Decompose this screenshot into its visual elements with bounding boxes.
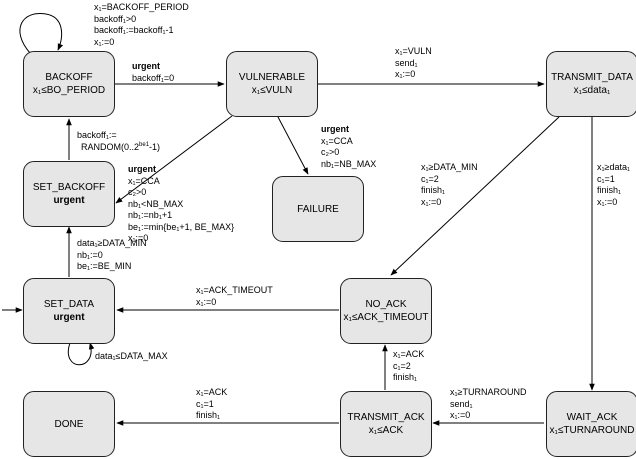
state-urgent: urgent xyxy=(53,312,85,323)
update-line: x₁:=0 xyxy=(128,233,149,243)
state-urgent: urgent xyxy=(53,195,85,206)
guard-line: x₁=CCA xyxy=(321,135,353,146)
update-line: -1) xyxy=(149,141,161,152)
state-set-backoff: SET_BACKOFF urgent xyxy=(23,161,115,227)
guard-line: x₁=CCA xyxy=(128,175,160,186)
edge-vulnerable-failure xyxy=(277,116,309,175)
edge-vulnerable-setbackoff xyxy=(115,115,233,204)
update-line: nb₁:=nb₁+1 xyxy=(128,210,173,220)
guard-line: x₁=BACKOFF_PERIOD xyxy=(94,2,189,12)
guard-line: c₁=1 xyxy=(597,173,615,184)
sync-line: finish₁ xyxy=(597,185,622,195)
guard-line: x₁=ACK xyxy=(393,349,425,359)
guard-line: backoff₁>0 xyxy=(94,13,137,24)
sync-line: send₁ xyxy=(450,398,473,409)
guard-line: x₁=ACK xyxy=(196,387,228,397)
state-transmit-ack: TRANSMIT_ACK x₁≤ACK xyxy=(340,391,432,457)
state-done: DONE xyxy=(23,391,115,457)
state-set-data: SET_DATA urgent xyxy=(23,278,115,344)
update-line: x₁:=0 xyxy=(450,410,471,420)
label-transmit-waitack: x₁≥data₁ c₁=1 finish₁ x₁:=0 xyxy=(597,162,630,208)
guard-line: c₁=2 xyxy=(393,360,411,371)
update-line: be₁:=min{be₁+1, BE_MAX} xyxy=(128,221,235,232)
state-invariant: x₁≤ACK xyxy=(368,425,404,436)
sync-line: send₁ xyxy=(395,57,418,68)
edge-setdata-self xyxy=(67,342,95,366)
label-transmit-noack: x₁≥DATA_MIN c₁=2 finish₁ x₁:=0 xyxy=(421,162,478,208)
state-name: NO_ACK xyxy=(365,299,407,310)
state-invariant: x₁≤ACK_TIMEOUT xyxy=(343,312,429,323)
label-backoff-vulnerable: urgent backoff₁=0 xyxy=(132,61,174,84)
update-line: be₁:=BE_MIN xyxy=(77,261,132,271)
label-setdata-setbackoff: data₁≥DATA_MIN nb₁:=0 be₁:=BE_MIN xyxy=(77,238,147,273)
state-name: SET_DATA xyxy=(43,299,95,310)
guard-line: x₁≥DATA_MIN xyxy=(421,162,478,172)
state-name: WAIT_ACK xyxy=(566,412,618,423)
state-invariant: x₁≤VULN xyxy=(251,85,293,96)
guard-line: c₁=1 xyxy=(196,398,214,409)
update-line: backoff₁:= xyxy=(77,130,117,140)
sync-line: finish₁ xyxy=(393,372,418,382)
guard-line: nb₁<NB_MAX xyxy=(128,198,184,209)
label-vulnerable-setbackoff: urgent x₁=CCA c₂>0 nb₁<NB_MAX nb₁:=nb₁+1… xyxy=(128,164,234,245)
state-name: DONE xyxy=(54,418,84,430)
label-transmitack-noack: x₁=ACK c₁=2 finish₁ xyxy=(393,349,424,384)
guard-line: x₁≥data₁ xyxy=(597,162,631,172)
label-backoff-self: x₁=BACKOFF_PERIOD backoff₁>0 backoff₁:=b… xyxy=(94,2,189,48)
state-vulnerable: VULNERABLE x₁≤VULN xyxy=(226,51,318,117)
guard-line: data₁≤DATA_MAX xyxy=(95,351,168,361)
state-wait-ack: WAIT_ACK x₁≤TURNAROUND xyxy=(546,391,636,457)
state-backoff: BACKOFF x₁≤BO_PERIOD xyxy=(23,51,115,117)
edge-transmit-noack xyxy=(390,116,560,276)
state-transmit-data: TRANSMIT_DATA x₁≤data₁ xyxy=(546,51,636,117)
guard-line: x₁=VULN xyxy=(395,46,432,56)
state-no-ack: NO_ACK x₁≤ACK_TIMEOUT xyxy=(340,278,432,344)
guard-line: nb₁=NB_MAX xyxy=(321,158,377,169)
state-invariant: x₁≤BO_PERIOD xyxy=(32,85,106,96)
update-line: x₁:=0 xyxy=(196,296,217,307)
label-transmitack-done: x₁=ACK c₁=1 finish₁ xyxy=(196,387,227,422)
state-name: FAILURE xyxy=(297,203,339,215)
update-line: nb₁:=0 xyxy=(77,249,103,260)
urgent-flag: urgent xyxy=(132,61,160,71)
update-line: x₁:=0 xyxy=(421,196,442,207)
label-vulnerable-transmit: x₁=VULN send₁ x₁:=0 xyxy=(395,46,432,81)
label-setdata-self: data₁≤DATA_MAX xyxy=(95,351,168,363)
urgent-flag: urgent xyxy=(321,124,349,134)
update-line: x₁:=0 xyxy=(597,196,618,207)
guard-line: c₁=2 xyxy=(421,173,439,184)
state-invariant: x₁≤data₁ xyxy=(573,85,611,96)
sync-line: finish₁ xyxy=(196,410,221,420)
label-setbackoff-backoff: backoff₁:= RANDOM(0..2be1-1) xyxy=(77,130,160,153)
guard-line: x₁=ACK_TIMEOUT xyxy=(196,285,273,295)
edge-backoff-self xyxy=(19,13,64,54)
state-name: BACKOFF xyxy=(45,72,93,83)
update-line: backoff₁:=backoff₁-1 xyxy=(94,25,174,35)
urgent-flag: urgent xyxy=(128,164,156,174)
state-name: SET_BACKOFF xyxy=(32,182,106,193)
state-failure: FAILURE xyxy=(272,176,364,242)
state-name: TRANSMIT_DATA xyxy=(551,72,633,83)
guard-line: data₁≥DATA_MIN xyxy=(77,238,147,248)
update-line: x₁:=0 xyxy=(395,69,416,79)
state-name: TRANSMIT_ACK xyxy=(347,412,425,423)
state-name: VULNERABLE xyxy=(238,72,306,83)
label-waitack-transmitack: x₁≥TURNAROUND send₁ x₁:=0 xyxy=(450,387,526,422)
update-line: RANDOM(0..2 xyxy=(81,141,140,152)
label-noack-setdata: x₁=ACK_TIMEOUT x₁:=0 xyxy=(196,285,273,308)
guard-line: x₁≥TURNAROUND xyxy=(450,387,527,397)
update-line: x₁:=0 xyxy=(94,36,115,47)
label-vulnerable-failure: urgent x₁=CCA c₂>0 nb₁=NB_MAX xyxy=(321,124,376,170)
guard-line: backoff₁=0 xyxy=(132,72,175,83)
state-invariant: x₁≤TURNAROUND xyxy=(549,425,635,436)
exponent: be1 xyxy=(139,141,150,148)
guard-line: c₂>0 xyxy=(128,187,147,197)
sync-line: finish₁ xyxy=(421,185,446,195)
guard-line: c₂>0 xyxy=(321,147,340,157)
